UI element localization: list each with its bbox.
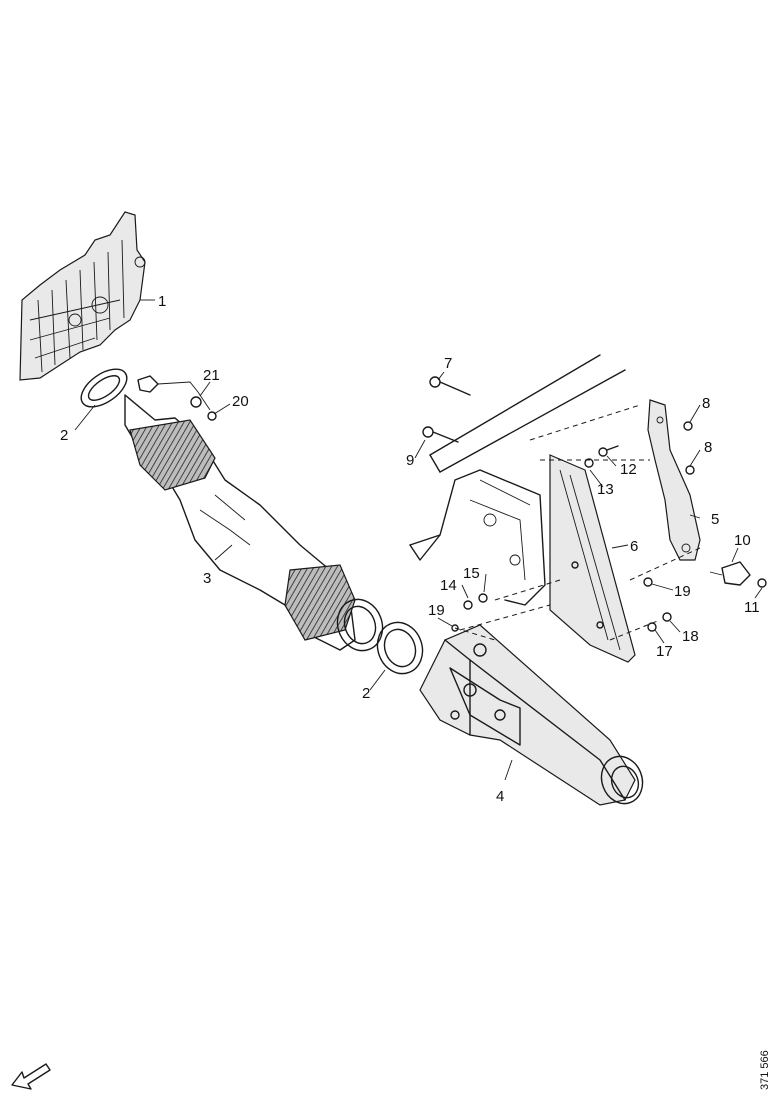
callout-13: 13 <box>597 481 614 498</box>
leader-lines <box>74 299 763 781</box>
callout-1: 1 <box>158 293 166 310</box>
callout-17: 17 <box>656 643 673 660</box>
gasket-ring-upper <box>80 368 128 408</box>
arrow-direction-icon <box>11 1063 51 1090</box>
callout-15: 15 <box>463 565 480 582</box>
engine-block <box>19 211 146 381</box>
callout-19: 19 <box>428 602 445 619</box>
callout-18: 18 <box>682 628 699 645</box>
callout-2-upper: 2 <box>60 427 68 444</box>
callout-4: 4 <box>496 788 504 805</box>
callout-9: 9 <box>406 452 414 469</box>
callout-5: 5 <box>711 511 719 528</box>
callout-2-lower: 2 <box>362 685 370 702</box>
callout-14: 14 <box>440 577 457 594</box>
silencer <box>419 624 644 806</box>
callout-16-upper: 19 <box>674 583 691 600</box>
clamp-hardware-upper <box>137 375 217 421</box>
mounting-plate <box>549 454 636 663</box>
callout-8-mid: 8 <box>704 439 712 456</box>
callout-8-top: 8 <box>702 395 710 412</box>
assembly-lines <box>454 404 701 641</box>
figure-reference: 371 566 <box>759 1050 771 1090</box>
exhaust-pipe <box>124 394 384 652</box>
gasket-ring-lower <box>376 621 424 675</box>
callout-6: 6 <box>630 538 638 555</box>
callout-21: 21 <box>203 367 220 384</box>
frame-rail <box>409 354 626 606</box>
callout-11: 11 <box>744 599 760 616</box>
callout-3: 3 <box>203 570 211 587</box>
bracket-arm <box>647 399 701 561</box>
damper-mount <box>709 561 767 588</box>
callout-10: 10 <box>734 532 751 549</box>
callout-12: 12 <box>620 461 637 478</box>
callout-7: 7 <box>444 355 452 372</box>
callout-20: 20 <box>232 393 249 410</box>
